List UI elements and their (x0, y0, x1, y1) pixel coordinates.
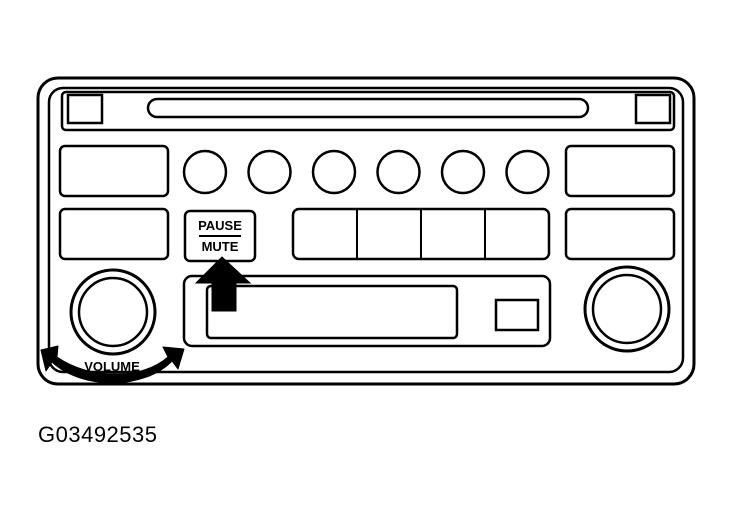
top-left-button[interactable] (66, 93, 104, 125)
right-upper-button[interactable] (564, 144, 676, 198)
right-lower-button[interactable] (564, 207, 676, 261)
preset-button-6[interactable] (505, 149, 550, 195)
volume-knob-inner (77, 276, 149, 348)
eject-button[interactable] (494, 298, 540, 332)
figure-id: G03492535 (38, 422, 158, 447)
volume-rotation-arrow (40, 345, 185, 384)
cd-slot (146, 97, 590, 119)
left-lower-button[interactable] (58, 207, 170, 261)
left-upper-button[interactable] (58, 144, 170, 198)
tune-knob-inner (591, 273, 663, 345)
preset-button-4[interactable] (376, 149, 421, 195)
preset-button-5[interactable] (440, 149, 486, 195)
preset-button-2[interactable] (247, 149, 292, 195)
volume-label: VOLUME (84, 359, 140, 374)
pause-label: PAUSE (198, 218, 242, 233)
preset-button-3[interactable] (311, 149, 357, 195)
preset-button-1[interactable] (182, 149, 228, 195)
pointer-arrow (194, 256, 252, 312)
cassette-slot (205, 284, 459, 340)
top-right-button[interactable] (634, 93, 672, 125)
preset-buttons (182, 149, 550, 195)
mute-label: MUTE (202, 239, 239, 254)
